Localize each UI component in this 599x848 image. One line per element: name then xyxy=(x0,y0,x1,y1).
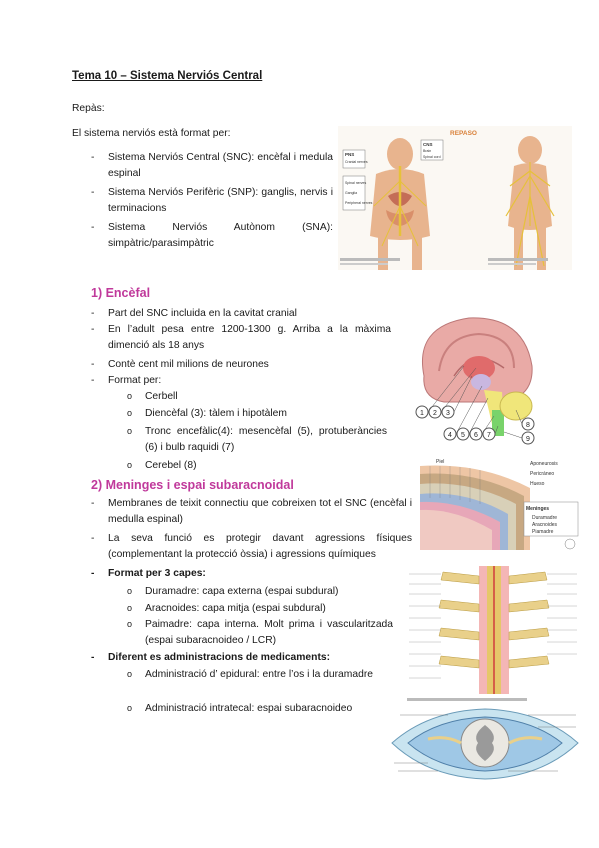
brain-num-2: 2 xyxy=(433,410,437,417)
section1-subitem-text: Cerbell xyxy=(145,391,178,402)
capa-item-text: Paimadre: capa interna. Molt prima i vas… xyxy=(145,619,393,646)
section2-heading: 2) Meninges i espai subaracnoidal xyxy=(91,478,294,492)
section2-list: - Membranes de teixit connectiu que cobr… xyxy=(91,496,412,586)
intro-item-text: Sistema Nerviós Autònom (SNA): simpàtric… xyxy=(108,222,333,249)
intro-item-text: Sistema Nerviós Central (SNC): encèfal i… xyxy=(108,152,333,179)
section1-subitem: o Cerbell xyxy=(127,389,387,405)
meninges-label-piel: Piel xyxy=(436,459,444,465)
section1-subitem: o Tronc encefàlic(4): mesencèfal (5), pr… xyxy=(127,424,387,455)
section1-sublist: o Cerbell o Diencèfal (3): tàlem i hipot… xyxy=(127,389,387,474)
meninges-label-meninges: Meninges xyxy=(526,506,549,512)
repaso-illustration: REPASO PNS Cranial nerves Spinal nerves … xyxy=(340,130,555,270)
meninges-label-duramadre: Duramadre xyxy=(532,515,557,521)
label-brain: Brain xyxy=(423,149,431,153)
admin-item-text: Administració intratecal: espai subaracn… xyxy=(145,703,353,714)
cross-section-figure xyxy=(388,705,582,781)
cross-section-illustration xyxy=(391,708,579,780)
admin-heading: - Diferent es administracions de medicam… xyxy=(91,652,331,663)
brain-num-3: 3 xyxy=(446,410,450,417)
section1-item: - En l’adult pesa entre 1200-1300 g. Arr… xyxy=(91,322,391,353)
section1-list: - Part del SNC incluida en la cavitat cr… xyxy=(91,306,391,386)
section1-item: - Part del SNC incluida en la cavitat cr… xyxy=(91,306,391,322)
label-cns: CNS xyxy=(423,142,433,147)
brain-num-8: 8 xyxy=(526,422,530,429)
section2-item-text: Format per 3 capes: xyxy=(108,568,206,579)
spine-figure xyxy=(405,566,582,706)
section1-item: - Contè cent mil milions de neurones xyxy=(91,357,391,373)
meninges-label-aracnoides: Aracnoides xyxy=(532,522,558,528)
section1-item-text: Format per: xyxy=(108,375,162,386)
capa-item-text: Duramadre: capa externa (espai subdural) xyxy=(145,586,339,597)
intro-lead: El sistema nerviós està format per: xyxy=(72,128,231,139)
brain-num-5: 5 xyxy=(461,432,465,439)
section1-heading: 1) Encèfal xyxy=(91,286,151,300)
admin-heading-text: Diferent es administracions de medicamen… xyxy=(108,652,331,663)
capa-item: o Aracnoides: capa mitja (espai subdural… xyxy=(127,601,393,617)
intro-list: - Sistema Nerviós Central (SNC): encèfal… xyxy=(91,150,333,250)
brain-illustration: 1 2 3 4 5 6 7 8 9 xyxy=(415,317,535,445)
brain-figure: 1 2 3 4 5 6 7 8 9 xyxy=(384,306,538,450)
repas-label: Repàs: xyxy=(72,103,105,114)
intro-item: - Sistema Nerviós Central (SNC): encèfal… xyxy=(91,150,333,181)
intro-item-text: Sistema Nerviós Perifèric (SNP): ganglis… xyxy=(108,187,333,214)
section1-subitem-text: Diencèfal (3): tàlem i hipotàlem xyxy=(145,408,287,419)
label-peripheral: Peripheral nerves xyxy=(345,201,373,205)
spine-illustration xyxy=(405,566,582,706)
capa-item: o Paimadre: capa interna. Molt prima i v… xyxy=(127,617,393,648)
section1-subitem-text: Cerebel (8) xyxy=(145,460,197,471)
section1-item-text: En l’adult pesa entre 1200-1300 g. Arrib… xyxy=(108,324,391,351)
meninges-illustration: Piel Aponeurosis Pericráneo Hueso Mening… xyxy=(420,459,579,550)
label-ganglia: Ganglia xyxy=(345,191,357,195)
badge-repaso: REPASO xyxy=(450,130,477,137)
section2-item: - Format per 3 capes: xyxy=(91,566,412,582)
meninges-label-aponeurosis: Aponeurosis xyxy=(530,461,558,467)
brain-num-1: 1 xyxy=(420,410,424,417)
admin-item-text: Administració d’ epidural: entre l’os i … xyxy=(145,669,373,680)
meninges-label-pericraneo: Pericráneo xyxy=(530,471,554,477)
label-spinal-cord: Spinal cord xyxy=(423,155,441,159)
meninges-label-piamadre: Piamadre xyxy=(532,529,554,535)
admin-item: o Administració intratecal: espai subara… xyxy=(127,701,381,717)
capa-item: o Duramadre: capa externa (espai subdura… xyxy=(127,584,393,600)
label-pns: PNS xyxy=(345,152,354,157)
section1-subitem: o Cerebel (8) xyxy=(127,458,387,474)
admin-list: o Administració d’ epidural: entre l’os … xyxy=(127,667,381,737)
section1-subitem-text: Tronc encefàlic(4): mesencèfal (5), prot… xyxy=(145,426,387,453)
brain-num-9: 9 xyxy=(526,436,530,443)
capa-item-text: Aracnoides: capa mitja (espai subdural) xyxy=(145,603,326,614)
section2-item: - Membranes de teixit connectiu que cobr… xyxy=(91,496,412,527)
page-title: Tema 10 – Sistema Nerviós Central xyxy=(72,70,263,82)
meninges-figure: Piel Aponeurosis Pericráneo Hueso Mening… xyxy=(420,458,582,550)
section1-item-text: Contè cent mil milions de neurones xyxy=(108,359,269,370)
section2-item: - La seva funció es protegir davant agre… xyxy=(91,531,412,562)
label-spinal-nerves: Spinal nerves xyxy=(345,181,366,185)
capes-list: o Duramadre: capa externa (espai subdura… xyxy=(127,584,393,646)
brain-num-4: 4 xyxy=(448,432,452,439)
section1-subitem: o Diencèfal (3): tàlem i hipotàlem xyxy=(127,406,387,422)
brain-num-6: 6 xyxy=(474,432,478,439)
brain-num-7: 7 xyxy=(487,432,491,439)
intro-item: - Sistema Nerviós Autònom (SNA): simpàtr… xyxy=(91,220,333,251)
intro-item: - Sistema Nerviós Perifèric (SNP): gangl… xyxy=(91,185,333,216)
repaso-figure: REPASO PNS Cranial nerves Spinal nerves … xyxy=(338,126,572,270)
label-cranial: Cranial nerves xyxy=(345,160,368,164)
section2-item-text: Membranes de teixit connectiu que cobrei… xyxy=(108,498,412,525)
section2-item-text: La seva funció es protegir davant agress… xyxy=(108,533,412,560)
section1-item-text: Part del SNC incluida en la cavitat cran… xyxy=(108,308,297,319)
meninges-label-hueso: Hueso xyxy=(530,481,545,487)
section1-item: - Format per: xyxy=(91,373,391,389)
admin-item: o Administració d’ epidural: entre l’os … xyxy=(127,667,381,683)
